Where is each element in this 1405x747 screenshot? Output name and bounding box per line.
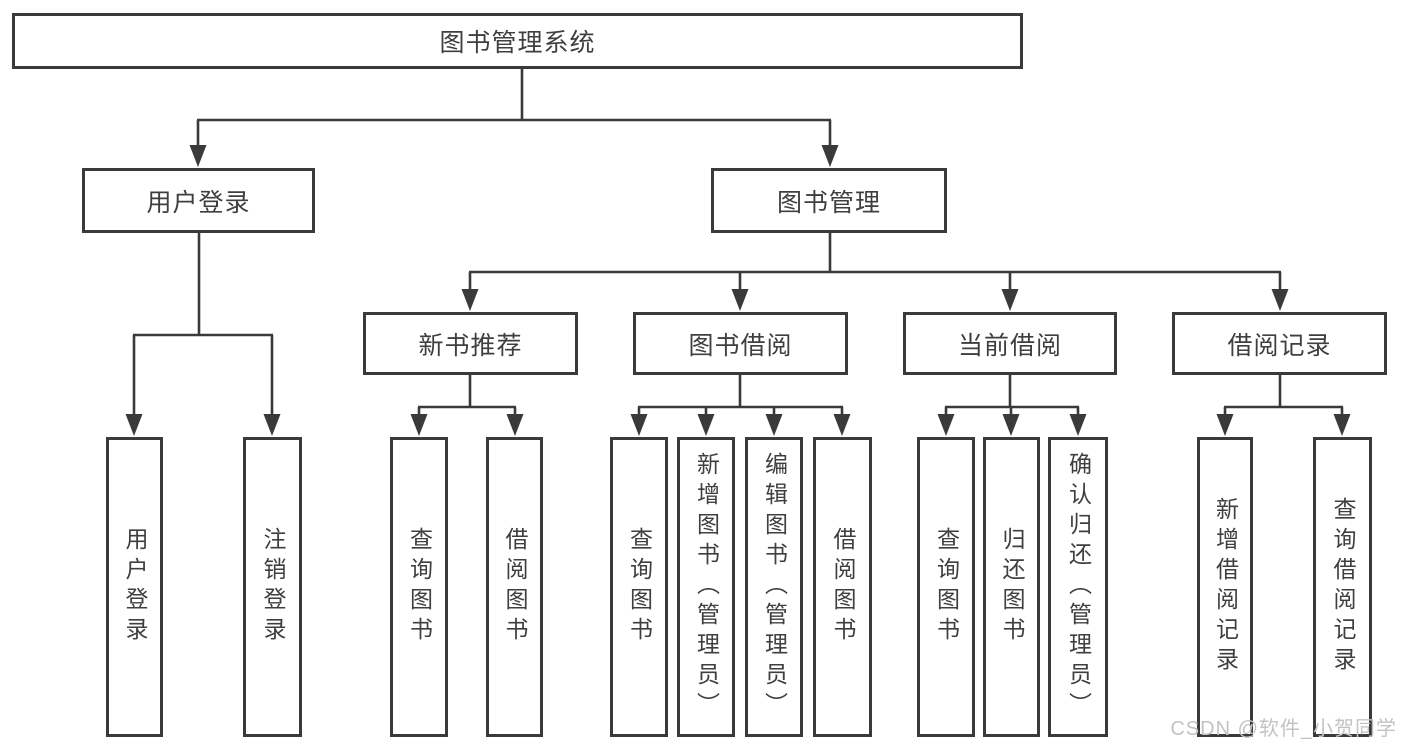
node-current-borrowing: 当前借阅 [903,312,1117,375]
node-leaf-add-borrow-record: 新增借阅记录 [1197,437,1253,737]
node-leaf-query-books-recommend: 查询图书 [390,437,448,737]
node-leaf-add-books-admin: 新增图书（管理员） [677,437,735,737]
node-leaf-logout-label: 注销登录 [260,527,286,647]
node-leaf-logout: 注销登录 [243,437,302,737]
node-borrowing-records: 借阅记录 [1172,312,1387,375]
node-leaf-query-borrow-record: 查询借阅记录 [1313,437,1372,737]
node-leaf-query-borrow-record-label: 查询借阅记录 [1330,497,1356,677]
node-leaf-add-books-admin-label: 新增图书（管理员） [693,452,720,722]
node-leaf-borrow-books-borrowing-label: 借阅图书 [830,527,856,647]
node-leaf-edit-books-admin-label: 编辑图书（管理员） [761,452,788,722]
node-leaf-query-books-current: 查询图书 [917,437,975,737]
node-book-management: 图书管理 [711,168,947,233]
node-leaf-confirm-return-admin: 确认归还（管理员） [1048,437,1108,737]
node-leaf-user-login-label: 用户登录 [122,527,148,647]
node-leaf-borrow-books-recommend: 借阅图书 [486,437,543,737]
node-leaf-confirm-return-admin-label: 确认归还（管理员） [1065,452,1092,722]
node-leaf-query-books-borrowing-label: 查询图书 [626,527,653,647]
node-leaf-query-books-current-label: 查询图书 [933,527,960,647]
node-book-borrowing: 图书借阅 [633,312,848,375]
node-new-book-recommendation: 新书推荐 [363,312,578,375]
node-leaf-edit-books-admin: 编辑图书（管理员） [745,437,803,737]
node-leaf-return-books: 归还图书 [983,437,1040,737]
node-leaf-add-borrow-record-label: 新增借阅记录 [1212,497,1239,677]
node-leaf-user-login: 用户登录 [106,437,163,737]
node-leaf-borrow-books-borrowing: 借阅图书 [813,437,872,737]
node-user-login: 用户登录 [82,168,315,233]
node-leaf-borrow-books-recommend-label: 借阅图书 [502,527,528,647]
node-leaf-query-books-recommend-label: 查询图书 [406,527,433,647]
node-library-management-system: 图书管理系统 [12,13,1023,69]
node-leaf-query-books-borrowing: 查询图书 [610,437,668,737]
node-leaf-return-books-label: 归还图书 [999,527,1025,647]
